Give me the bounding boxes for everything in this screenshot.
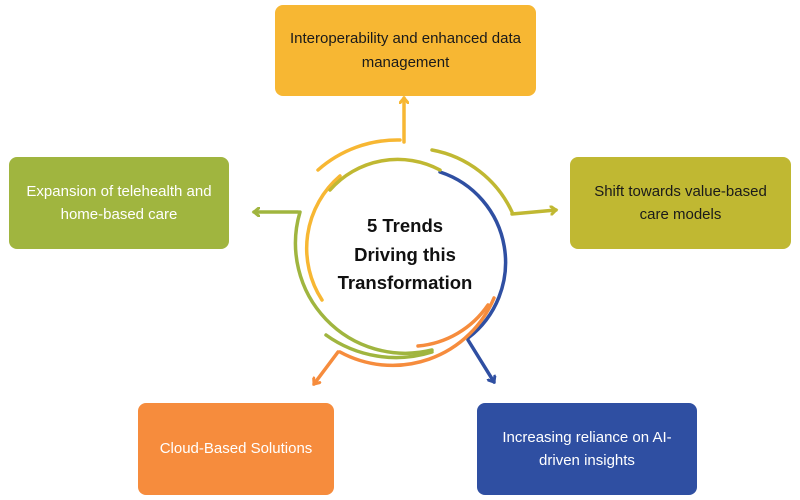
center-title-line-3: Transformation	[337, 272, 473, 294]
arc-blue	[438, 170, 508, 340]
inner-arc-orange	[416, 303, 490, 348]
trend-box-left: Expansion of telehealth and home-based c…	[9, 157, 229, 249]
arc-yellow	[316, 138, 402, 172]
center-title-line-2: Driving this	[354, 243, 456, 265]
arrow-to-right	[510, 210, 556, 216]
inner-arc-green	[324, 333, 434, 360]
trend-box-bottom-left: Cloud-Based Solutions	[138, 403, 334, 495]
arc-orange	[338, 296, 496, 368]
center-title-line-1: 5 Trends	[366, 215, 444, 236]
trend-label-right: Shift towards value-based care models	[594, 182, 767, 223]
trend-box-bottom-right: Increasing reliance on AI-driven insight…	[477, 403, 697, 495]
arrow-to-bottom-right	[466, 338, 494, 382]
center-title: 5 Trends Driving this Transformation	[300, 212, 510, 298]
trend-label-bottom-right: Increasing reliance on AI-driven insight…	[502, 428, 672, 469]
trend-box-top: Interoperability and enhanced data manag…	[275, 5, 536, 96]
inner-arc-olive	[328, 157, 442, 192]
arc-olive	[430, 148, 514, 214]
trend-label-top: Interoperability and enhanced data manag…	[289, 30, 521, 71]
trend-label-left: Expansion of telehealth and home-based c…	[26, 182, 212, 223]
arc-green	[293, 210, 434, 355]
arrow-to-bottom-left	[314, 350, 340, 384]
inner-arc-yellow	[304, 174, 342, 302]
trend-label-bottom-left: Cloud-Based Solutions	[159, 440, 313, 458]
trend-box-right: Shift towards value-based care models	[570, 157, 791, 249]
